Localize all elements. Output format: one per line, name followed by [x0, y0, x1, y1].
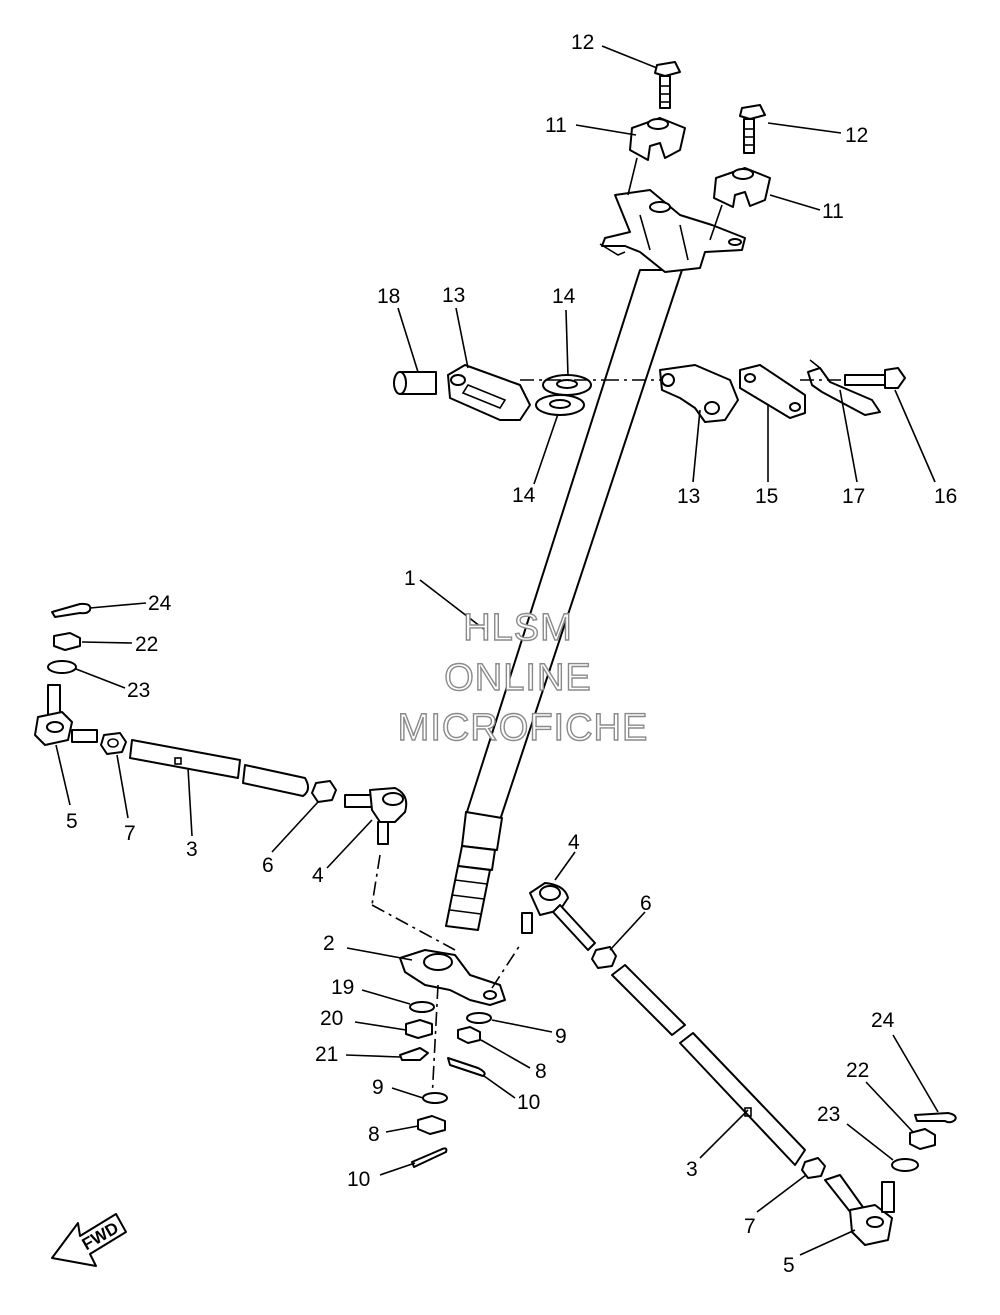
watermark: HLSM ONLINE MICROFICHE [397, 606, 649, 749]
tie-rod-end-5-right [824, 1174, 895, 1246]
washer-14-upper [542, 374, 592, 396]
nut-8-upper [457, 1026, 481, 1044]
callout-4: 4 [312, 864, 324, 887]
holder-13-left [447, 364, 531, 421]
callout-20: 20 [320, 1007, 343, 1030]
callout-2: 2 [323, 932, 335, 955]
washer-9-lower [422, 1092, 448, 1104]
cotter-pin-24-right [914, 1112, 957, 1124]
watermark-line-1: HLSM [463, 607, 573, 649]
callout-21: 21 [315, 1043, 338, 1066]
callout-5: 5 [66, 810, 78, 833]
bolt-12-left [654, 61, 681, 109]
column-bracket [599, 189, 746, 273]
callout-3: 3 [186, 838, 198, 861]
callout-22: 22 [135, 633, 158, 656]
fwd-arrow: FWD [51, 1213, 127, 1267]
cotter-pin-10-lower [411, 1147, 448, 1168]
cotter-pin-10-upper [447, 1057, 486, 1077]
nut-22-right [909, 1128, 936, 1150]
callout-23: 23 [127, 679, 150, 702]
callout-23: 23 [817, 1103, 840, 1126]
callout-6: 6 [640, 892, 652, 915]
callout-9: 9 [555, 1025, 567, 1048]
callout-16: 16 [934, 485, 957, 508]
callout-8: 8 [535, 1060, 547, 1083]
bolt-12-right [739, 104, 766, 154]
assembly-line [371, 904, 456, 951]
callout-1: 1 [404, 567, 416, 590]
tie-rod-3-right [611, 964, 806, 1166]
callout-14: 14 [552, 285, 576, 308]
watermark-line-3: MICROFICHE [398, 707, 649, 749]
callout-12: 12 [845, 124, 868, 147]
plate-15 [739, 364, 806, 419]
collar-18 [393, 371, 437, 395]
tie-rod-3-left [129, 739, 309, 797]
bracket-17 [807, 359, 881, 416]
callout-7: 7 [744, 1215, 756, 1238]
nut-7-right [801, 1157, 826, 1179]
assembly-line [371, 854, 381, 906]
callout-11: 11 [822, 200, 844, 223]
cap-11-right [713, 167, 771, 208]
tie-rod-end-4-left [344, 787, 408, 845]
watermark-line-2: ONLINE [444, 657, 591, 699]
callout-24: 24 [871, 1009, 895, 1032]
nut-6-left [311, 780, 337, 803]
pitman-arm-2 [399, 949, 506, 1006]
bolt-16 [844, 367, 906, 389]
callout-14: 14 [512, 484, 536, 507]
washer-23-right [891, 1158, 919, 1172]
washer-23-left [47, 660, 77, 674]
callout-9: 9 [372, 1076, 384, 1099]
callout-10: 10 [517, 1091, 540, 1114]
steering-shaft [445, 269, 683, 931]
callout-13: 13 [442, 284, 465, 307]
callout-3: 3 [686, 1158, 698, 1181]
nut-6-right [591, 946, 617, 969]
cap-11-left [629, 117, 686, 161]
nut-20 [405, 1019, 433, 1039]
callout-12: 12 [571, 31, 594, 54]
callout-4: 4 [568, 831, 580, 854]
assembly-line [709, 204, 723, 241]
callout-13: 13 [677, 485, 700, 508]
cotter-pin-24-left [51, 602, 92, 618]
nut-22-left [53, 632, 81, 651]
callout-6: 6 [262, 854, 274, 877]
callout-7: 7 [124, 822, 136, 845]
callout-18: 18 [377, 285, 400, 308]
callout-labels: 12 11 12 11 18 13 14 14 13 15 17 16 1 24… [66, 31, 957, 1277]
leader-lines [55, 45, 939, 1256]
clip-21 [399, 1047, 429, 1061]
tie-rod-end-5-left [34, 684, 98, 746]
tie-rod-end-4-right [521, 882, 596, 951]
holder-13-right [659, 364, 739, 423]
callout-17: 17 [842, 485, 865, 508]
nut-7-left [100, 732, 127, 755]
washer-14-lower [535, 394, 585, 416]
callout-15: 15 [755, 485, 778, 508]
nut-8-lower [417, 1115, 446, 1135]
callout-24: 24 [148, 592, 172, 615]
callout-5: 5 [783, 1254, 795, 1277]
washer-19 [409, 1001, 435, 1013]
callout-10: 10 [347, 1168, 370, 1191]
callout-19: 19 [331, 976, 354, 999]
assembly-line [491, 944, 521, 989]
callout-8: 8 [368, 1123, 380, 1146]
callout-11: 11 [545, 114, 567, 137]
washer-9-upper [466, 1012, 492, 1024]
callout-22: 22 [846, 1059, 869, 1082]
assembly-line [627, 157, 638, 196]
assembly-line [431, 984, 439, 1101]
